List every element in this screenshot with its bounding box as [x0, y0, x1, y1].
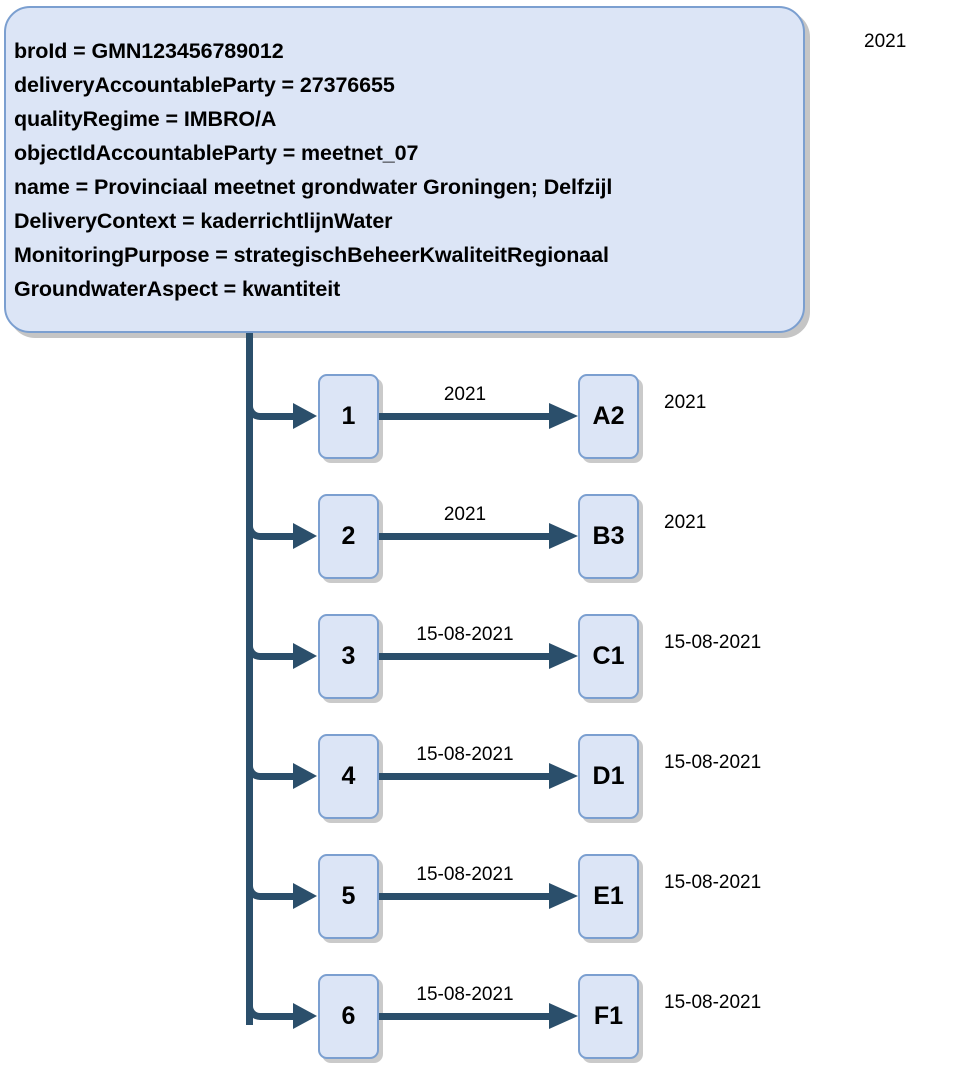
- diagram-row: 3 15-08-2021 C1 15-08-2021: [0, 600, 960, 720]
- monitoring-network-box[interactable]: broId = GMN123456789012 deliveryAccounta…: [4, 6, 805, 333]
- well-tube-node[interactable]: F1: [578, 974, 639, 1059]
- attribute-line-delivery-accountable-party: deliveryAccountableParty = 27376655: [14, 73, 395, 97]
- measuring-point-node[interactable]: 4: [318, 734, 379, 819]
- link-label: 15-08-2021: [416, 744, 514, 765]
- attribute-line-quality-regime: qualityRegime = IMBRO/A: [14, 107, 277, 131]
- row-date-note: 15-08-2021: [664, 992, 762, 1013]
- branch-arrowhead-icon: [293, 643, 317, 669]
- link-line: [379, 653, 551, 660]
- link-arrowhead-icon: [549, 643, 578, 669]
- measuring-point-node[interactable]: 3: [318, 614, 379, 699]
- link-label: 2021: [443, 384, 487, 405]
- branch-arrowhead-icon: [293, 883, 317, 909]
- attribute-line-delivery-context: DeliveryContext = kaderrichtlijnWater: [14, 209, 393, 233]
- measuring-point-node[interactable]: 6: [318, 974, 379, 1059]
- attribute-line-broid: broId = GMN123456789012: [14, 39, 284, 63]
- branch-arrowhead-icon: [293, 1003, 317, 1029]
- branch-elbow-icon: [246, 858, 274, 900]
- diagram-row: 2 2021 B3 2021: [0, 480, 960, 600]
- well-tube-node[interactable]: C1: [578, 614, 639, 699]
- branch-stem: [268, 1013, 296, 1020]
- diagram-row: 4 15-08-2021 D1 15-08-2021: [0, 720, 960, 840]
- branch-elbow-icon: [246, 738, 274, 780]
- measuring-point-node[interactable]: 5: [318, 854, 379, 939]
- well-tube-node[interactable]: E1: [578, 854, 639, 939]
- well-tube-node[interactable]: B3: [578, 494, 639, 579]
- branch-stem: [268, 413, 296, 420]
- link-line: [379, 533, 551, 540]
- link-line: [379, 413, 551, 420]
- link-arrowhead-icon: [549, 523, 578, 549]
- row-date-note: 15-08-2021: [664, 752, 762, 773]
- link-label: 15-08-2021: [416, 624, 514, 645]
- measuring-point-node[interactable]: 1: [318, 374, 379, 459]
- header-year-note: 2021: [864, 31, 907, 52]
- branch-stem: [268, 533, 296, 540]
- attribute-line-name: name = Provinciaal meetnet grondwater Gr…: [14, 175, 613, 199]
- link-arrowhead-icon: [549, 1003, 578, 1029]
- row-date-note: 2021: [664, 392, 707, 413]
- branch-arrowhead-icon: [293, 403, 317, 429]
- branch-elbow-icon: [246, 498, 274, 540]
- link-line: [379, 773, 551, 780]
- diagram-row: 1 2021 A2 2021: [0, 360, 960, 480]
- link-label: 15-08-2021: [416, 864, 514, 885]
- branch-elbow-icon: [246, 378, 274, 420]
- well-tube-node[interactable]: D1: [578, 734, 639, 819]
- link-arrowhead-icon: [549, 763, 578, 789]
- measuring-point-node[interactable]: 2: [318, 494, 379, 579]
- well-tube-node[interactable]: A2: [578, 374, 639, 459]
- attribute-line-object-id-accountable-party: objectIdAccountableParty = meetnet_07: [14, 141, 419, 165]
- branch-stem: [268, 893, 296, 900]
- branch-elbow-icon: [246, 618, 274, 660]
- branch-elbow-icon: [246, 978, 274, 1020]
- attribute-line-monitoring-purpose: MonitoringPurpose = strategischBeheerKwa…: [14, 243, 609, 267]
- link-label: 15-08-2021: [416, 984, 514, 1005]
- link-arrowhead-icon: [549, 403, 578, 429]
- branch-stem: [268, 653, 296, 660]
- attribute-line-groundwater-aspect: GroundwaterAspect = kwantiteit: [14, 277, 341, 301]
- link-line: [379, 1013, 551, 1020]
- diagram-row: 6 15-08-2021 F1 15-08-2021: [0, 960, 960, 1080]
- branch-arrowhead-icon: [293, 523, 317, 549]
- link-line: [379, 893, 551, 900]
- trunk-connector: [246, 333, 253, 1025]
- diagram-row: 5 15-08-2021 E1 15-08-2021: [0, 840, 960, 960]
- link-label: 2021: [443, 504, 487, 525]
- branch-arrowhead-icon: [293, 763, 317, 789]
- row-date-note: 15-08-2021: [664, 872, 762, 893]
- attribute-list: broId = GMN123456789012 deliveryAccounta…: [14, 34, 797, 306]
- link-arrowhead-icon: [549, 883, 578, 909]
- row-date-note: 2021: [664, 512, 707, 533]
- row-date-note: 15-08-2021: [664, 632, 762, 653]
- branch-stem: [268, 773, 296, 780]
